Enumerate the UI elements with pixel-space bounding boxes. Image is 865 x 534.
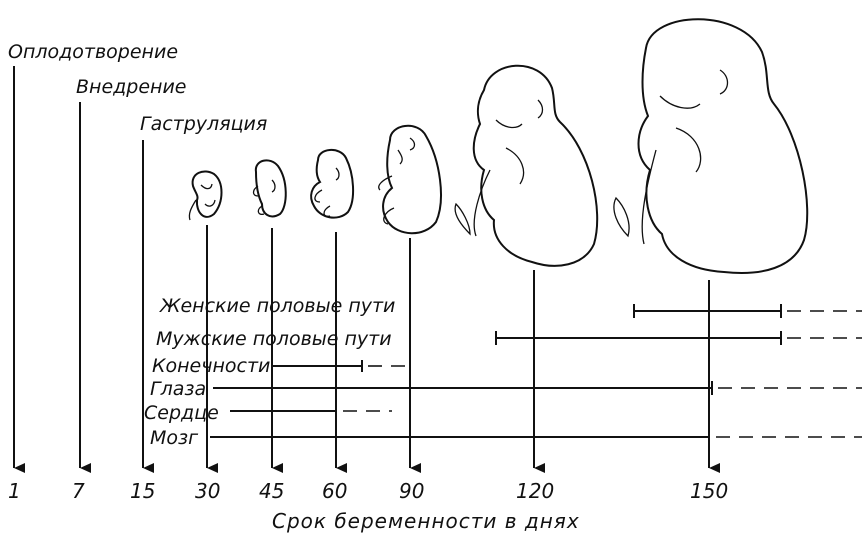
- bar-eyes: [213, 381, 862, 395]
- bar-male-tract: [496, 331, 862, 345]
- bar-female-tract: [634, 304, 862, 318]
- organ-label-female-tract: Женские половые пути: [159, 295, 395, 317]
- organ-label-brain: Мозг: [150, 427, 199, 449]
- organ-label-eyes: Глаза: [150, 378, 206, 400]
- tick-label: 30: [195, 479, 220, 503]
- tick-label: 7: [72, 479, 85, 503]
- organ-label-heart: Сердце: [144, 402, 219, 424]
- embryo-day-60: [311, 150, 353, 218]
- tick-label: 120: [516, 479, 554, 503]
- tick-label: 15: [130, 479, 155, 503]
- tick-label: 150: [690, 479, 728, 503]
- bar-limbs: [272, 360, 414, 372]
- label-gastrulation: Гаструляция: [140, 113, 267, 135]
- embryo-day-90: [379, 126, 441, 233]
- organ-label-male-tract: Мужские половые пути: [156, 328, 392, 350]
- embryo-day-120: [455, 66, 597, 266]
- tick-label: 45: [259, 479, 284, 503]
- embryo-day-30: [189, 171, 221, 220]
- axis-label: Срок беременности в днях: [272, 509, 580, 533]
- embryo-day-150: [614, 19, 807, 273]
- tick-label: 60: [322, 479, 347, 503]
- label-fertilization: Оплодотворение: [8, 41, 178, 63]
- embryo-day-45: [254, 160, 286, 216]
- label-implantation: Внедрение: [76, 76, 187, 98]
- organ-label-limbs: Конечности: [152, 355, 270, 377]
- tick-label: 90: [399, 479, 424, 503]
- tick-label: 1: [8, 479, 21, 503]
